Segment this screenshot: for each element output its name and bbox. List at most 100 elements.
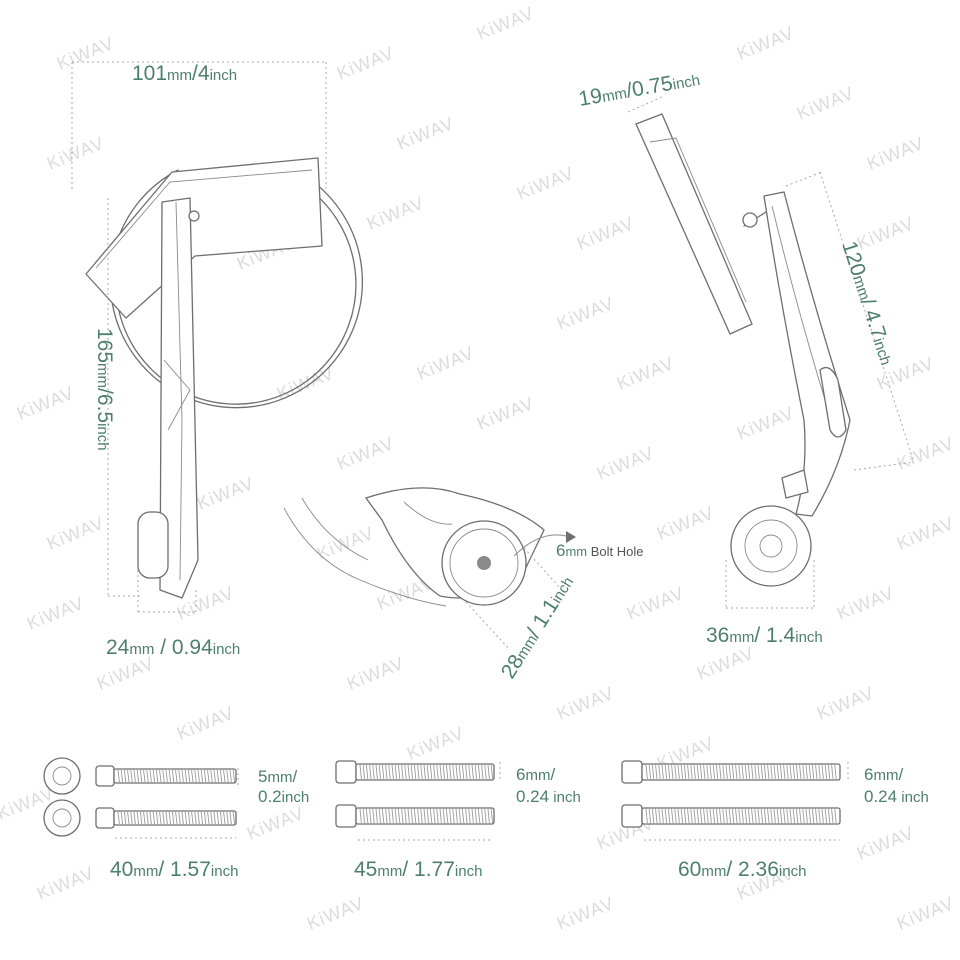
bolt-thread — [423, 808, 426, 824]
arrow-right-icon — [566, 531, 576, 543]
bolt-thread — [410, 764, 414, 780]
bolt-thread — [149, 811, 152, 825]
bolt-thread — [162, 811, 165, 825]
bolt-thread — [207, 811, 210, 825]
side-clamp-inner — [744, 519, 798, 573]
bolt-thread — [481, 764, 484, 780]
bolt-thread — [741, 764, 744, 780]
bolt-thread — [232, 811, 236, 825]
bolt-thread — [719, 808, 722, 824]
bolt-thread — [401, 764, 404, 780]
bolt-thread — [133, 769, 136, 783]
bolt-thread — [420, 808, 423, 824]
bolt-thread — [155, 811, 159, 825]
watermark: KiWAV — [44, 133, 107, 174]
bolt-thread — [433, 808, 436, 824]
clamp-view — [283, 487, 576, 607]
bolt-thread — [834, 808, 837, 824]
arm-facet — [163, 359, 191, 431]
bolt-thread — [369, 808, 372, 824]
bolt-thread — [818, 764, 821, 780]
bolt-thread — [152, 769, 156, 783]
bolt-thread — [664, 764, 668, 780]
bolt-thread — [442, 764, 446, 780]
bolt-thread — [200, 811, 204, 825]
bolt-thread — [423, 764, 426, 780]
bolt-thread — [699, 808, 703, 824]
bolt-thread — [481, 808, 484, 824]
watermark: KiWAV — [734, 403, 797, 444]
bolt-thread — [747, 808, 751, 824]
bolt-thread — [799, 808, 802, 824]
bolt-thread — [821, 764, 824, 780]
watermark: KiWAV — [894, 433, 957, 474]
side-clamp-hole — [759, 534, 783, 558]
bolt-hole-label: 6mm Bolt Hole — [556, 541, 644, 560]
bolt-3-dia-alt-label: 0.24 inch — [864, 787, 929, 806]
side-arm — [763, 191, 851, 517]
bolt-thread — [709, 808, 712, 824]
bolt-thread — [490, 764, 494, 780]
bolt-thread — [359, 764, 362, 780]
bolt-thread — [757, 808, 760, 824]
watermark: KiWAV — [554, 893, 617, 934]
watermark: KiWAV — [574, 213, 637, 254]
watermark: KiWAV — [34, 863, 97, 904]
bolt-thread — [197, 769, 200, 783]
bolt-thread — [136, 769, 140, 783]
side-view-dimension-lines — [627, 95, 915, 609]
bolt-thread — [680, 808, 684, 824]
bolt-thread — [490, 808, 494, 824]
clamp-dimension-lines — [465, 547, 561, 651]
bolt-dimension-lines — [115, 762, 849, 841]
side-view-mirror — [635, 113, 851, 587]
bolt-thread — [226, 769, 229, 783]
bolt-thread — [706, 764, 709, 780]
bolt-thread — [375, 808, 378, 824]
washer — [43, 757, 81, 795]
bolt-thread — [471, 764, 474, 780]
bolt-thread — [709, 764, 712, 780]
watermark: KiWAV — [364, 193, 427, 234]
clamp-diameter-line — [465, 601, 511, 651]
bolt-thread — [808, 764, 812, 780]
bolt-thread — [818, 808, 821, 824]
washer-set — [43, 757, 81, 837]
bolt-thread — [712, 764, 716, 780]
bolt-thread — [760, 764, 764, 780]
mirror-depth-line — [627, 95, 665, 113]
bolt-thread — [426, 764, 430, 780]
bolt-thread — [439, 808, 442, 824]
watermark: KiWAV — [514, 163, 577, 204]
bolt — [95, 765, 237, 787]
bolt-thread — [381, 764, 385, 780]
watermark: KiWAV — [864, 133, 927, 174]
bolt-thread — [677, 764, 680, 780]
bolt-thread — [213, 811, 216, 825]
bolt-thread — [465, 764, 468, 780]
bolt-thread — [655, 808, 658, 824]
bolt-thread — [219, 811, 223, 825]
bolt-thread — [452, 764, 455, 780]
bolt-thread — [178, 769, 181, 783]
bolt-thread — [735, 764, 738, 780]
bolt-thread — [210, 811, 213, 825]
bolt-thread — [417, 808, 420, 824]
bolt-thread — [805, 764, 808, 780]
bolt — [95, 807, 237, 829]
bolt-thread — [827, 808, 831, 824]
bolt-thread — [417, 764, 420, 780]
bolt-thread — [779, 808, 783, 824]
bolt-thread — [436, 764, 439, 780]
bolt-thread — [429, 764, 433, 780]
bolt-thread — [674, 808, 677, 824]
bolt-thread — [123, 811, 127, 825]
clamp-diameter-ext — [523, 547, 561, 589]
bolt-thread — [651, 764, 655, 780]
bolt-1-length-label: 40mm/ 1.57inch — [110, 858, 238, 881]
bolt-thread — [216, 769, 220, 783]
bolt-thread — [168, 811, 172, 825]
bolt-thread — [143, 769, 146, 783]
bolt-thread — [799, 764, 802, 780]
